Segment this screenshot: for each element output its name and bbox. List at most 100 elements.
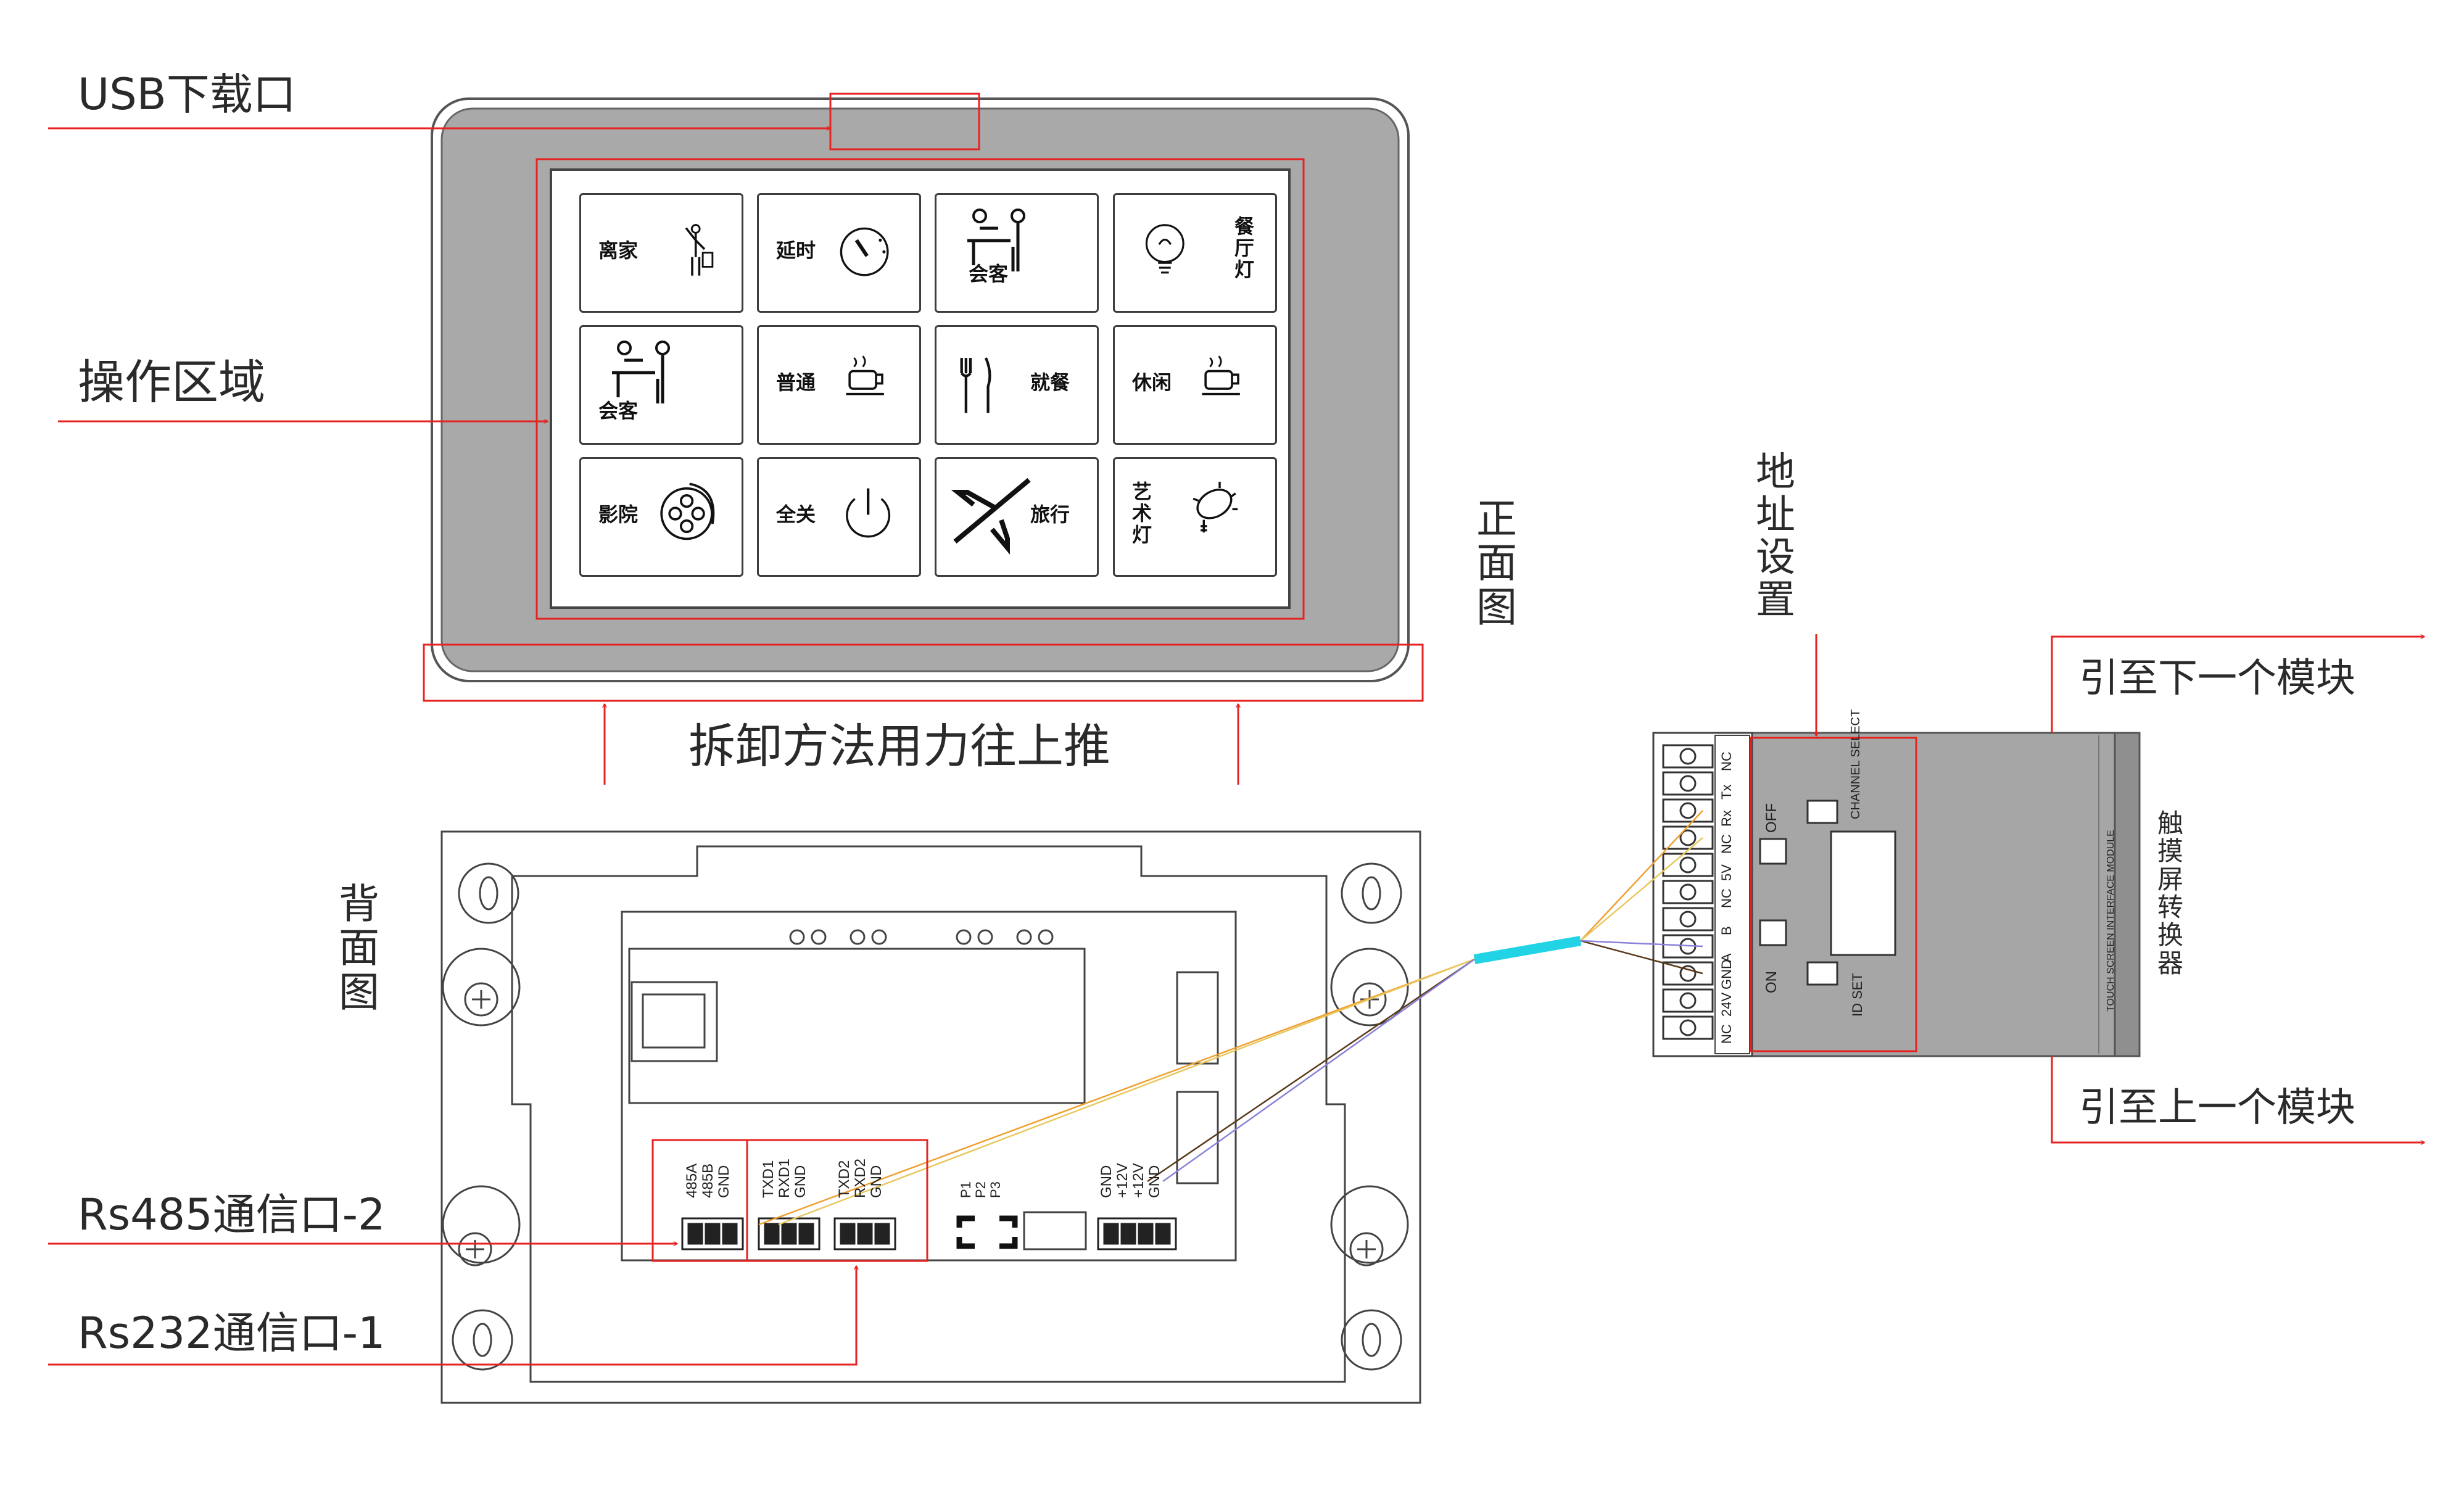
wire-purple-module	[1580, 940, 1703, 948]
module-pin-label: NC	[1719, 751, 1734, 771]
module-pin-label: Tx	[1719, 784, 1734, 800]
terminal-block-232-2	[833, 1217, 896, 1250]
module-pin-label: Rx	[1719, 810, 1734, 827]
terminal-label: TXD2	[836, 1160, 853, 1198]
touch-button-label: 休闲	[1132, 371, 1172, 394]
address-setting-label: 地址设置	[1756, 450, 1795, 624]
module-pin-strip	[1714, 735, 1750, 1054]
wire-brown-module	[1580, 940, 1703, 975]
rj45-jack	[630, 981, 718, 1062]
terminal-label: GND	[792, 1165, 809, 1198]
touch-button-1[interactable]: 离家	[579, 193, 743, 313]
terminal-block-power	[1097, 1217, 1177, 1250]
touch-button-label: 普通	[776, 371, 816, 394]
previous-module-arrow	[2051, 1056, 2425, 1142]
wire-yellow-panel	[778, 958, 1475, 1226]
screw-posts	[442, 948, 1409, 1266]
wire-orange-module	[1580, 810, 1703, 941]
wiring	[758, 810, 1703, 1226]
terminal-label: RXD2	[852, 1158, 869, 1198]
module-end-cap	[2114, 732, 2141, 1057]
terminal-label: P3	[988, 1181, 1003, 1198]
touch-button-label: 影院	[598, 503, 639, 526]
status-leds	[789, 929, 1054, 945]
fork-knife-icon	[960, 357, 991, 413]
touch-button-5[interactable]: 会客	[579, 325, 743, 445]
terminal-label: +12V	[1114, 1163, 1131, 1198]
module-terminal-screws	[1662, 744, 1714, 1040]
touch-button-6[interactable]: 普通	[757, 325, 921, 445]
touch-button-10[interactable]: 全关	[757, 457, 921, 577]
terminal-label: +12V	[1130, 1163, 1147, 1198]
terminal-label: 485A	[684, 1163, 700, 1198]
wire-brown-panel	[1147, 958, 1475, 1183]
touch-button-4[interactable]: 餐厅灯	[1113, 193, 1277, 313]
back-panel	[440, 830, 1421, 1404]
terminal-label: GND	[1146, 1165, 1163, 1198]
module-pin-label: 5V	[1719, 864, 1734, 881]
switch-display	[1830, 830, 1896, 956]
touch-button-label: 会客	[969, 262, 1009, 286]
terminal-label: P2	[973, 1181, 988, 1198]
module-body	[1750, 732, 2141, 1057]
coffee-cup-icon	[1202, 355, 1240, 395]
mounting-holes	[452, 862, 1402, 1371]
person-leaving-icon	[685, 224, 714, 276]
bottom-edge-highlight	[423, 643, 1424, 702]
back-display-window	[628, 948, 1086, 1104]
annotations	[48, 93, 2425, 1366]
front-view-label: 正面图	[1476, 495, 1517, 631]
touch-button-label: 餐厅灯	[1234, 215, 1255, 282]
touch-button-label: 就餐	[1030, 371, 1070, 394]
rs232-arrow	[48, 1266, 856, 1366]
terminal-label: RXD1	[776, 1158, 793, 1198]
terminal-label: GND	[1098, 1165, 1115, 1198]
back-panel-outer	[440, 830, 1421, 1404]
rs485-port-label: Rs485通信口-2	[78, 1189, 386, 1240]
side-connector-1	[1176, 971, 1219, 1065]
terminal-label: GND	[868, 1165, 885, 1198]
dip-on-switch	[1759, 919, 1787, 946]
previous-module-label: 引至上一个模块	[2079, 1085, 2355, 1131]
touch-button-8[interactable]: 休闲	[1113, 325, 1277, 445]
power-icon	[846, 488, 891, 538]
module-pin-label: NC	[1719, 1024, 1734, 1044]
id-set-switch	[1806, 961, 1838, 986]
touch-button-7[interactable]: 就餐	[935, 325, 1099, 445]
terminal-label: P1	[958, 1181, 974, 1198]
jumper-block	[956, 1215, 1018, 1249]
address-highlight	[1750, 737, 1917, 1052]
touch-button-11[interactable]: 旅行	[935, 457, 1099, 577]
coffee-cup-icon	[846, 355, 884, 395]
module-pin-label: GND	[1719, 959, 1734, 990]
airplane-icon	[951, 477, 1031, 555]
back-panel-inner-outline	[511, 845, 1346, 1383]
next-module-arrow	[2051, 637, 2425, 733]
terminal-block-232-1	[758, 1217, 821, 1250]
touch-button-label: 离家	[598, 239, 639, 262]
next-module-label: 引至下一个模块	[2079, 656, 2355, 701]
touch-button-2[interactable]: 延时	[757, 193, 921, 313]
meeting-guests-icon	[967, 209, 1025, 271]
channel-select-switch	[1806, 800, 1838, 824]
touch-button-label: 会客	[598, 399, 639, 423]
touch-button-3[interactable]: 会客	[935, 193, 1099, 313]
touch-button-12[interactable]: 艺术灯	[1113, 457, 1277, 577]
rs232-highlight	[746, 1139, 928, 1262]
usb-port-highlight	[829, 93, 980, 151]
touch-button-label: 延时	[776, 239, 816, 262]
back-board	[621, 911, 1237, 1262]
terminal-label: GND	[716, 1165, 732, 1198]
on-label: ON	[1763, 971, 1780, 993]
touch-button-9[interactable]: 影院	[579, 457, 743, 577]
terminal-label: 485B	[700, 1163, 716, 1198]
channel-select-label: CHANNEL SELECT	[1849, 709, 1862, 819]
module-pin-label: NC	[1719, 834, 1734, 854]
jumper-blank	[1023, 1211, 1087, 1250]
id-set-label: ID SET	[1850, 973, 1865, 1017]
meeting-guests-icon	[612, 341, 670, 403]
timer-dial-icon	[840, 227, 889, 276]
art-light-bulb-icon	[1193, 481, 1238, 533]
terminal-label: TXD1	[760, 1160, 777, 1198]
rs232-port-label: Rs232通信口-1	[78, 1308, 386, 1358]
